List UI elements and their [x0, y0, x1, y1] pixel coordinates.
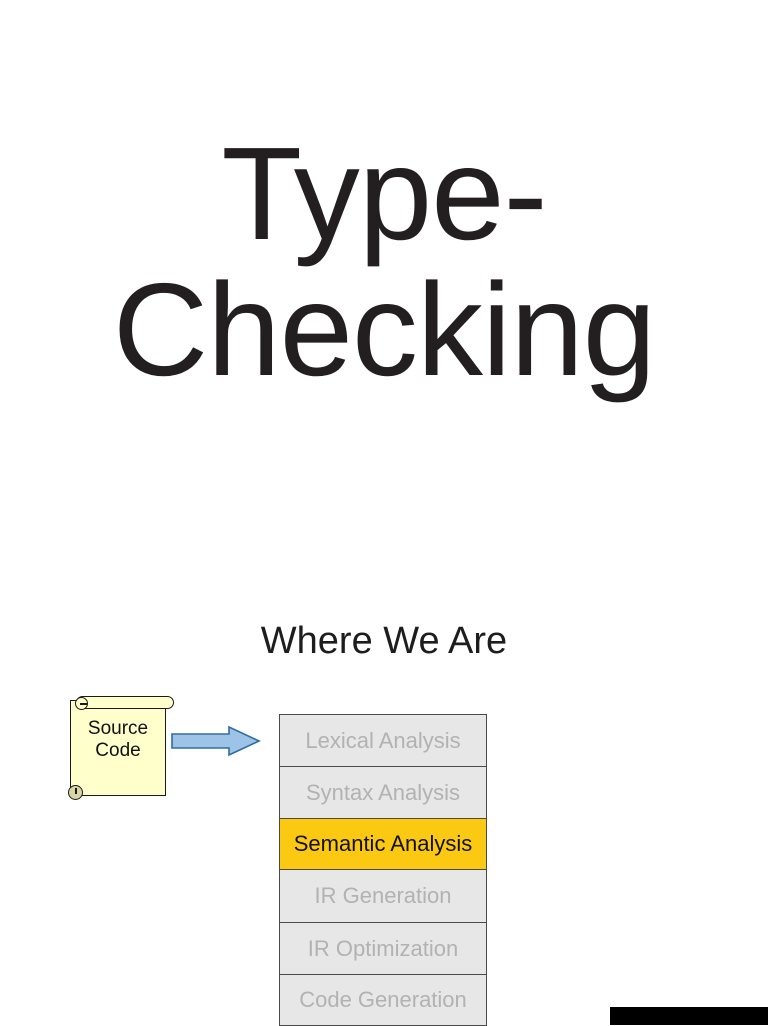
pipeline-stage-syntax-analysis[interactable]: Syntax Analysis	[279, 766, 487, 818]
pipeline-stage-label: IR Generation	[314, 883, 452, 908]
pipeline-stage-label: Code Generation	[299, 987, 467, 1012]
section-heading: Where We Are	[260, 620, 508, 662]
pipeline-stage-ir-optimization[interactable]: IR Optimization	[279, 922, 487, 974]
pipeline-stage-code-generation[interactable]: Code Generation	[279, 974, 487, 1026]
compiler-pipeline: Lexical Analysis Syntax Analysis Semanti…	[279, 714, 487, 1026]
pipeline-stage-lexical-analysis[interactable]: Lexical Analysis	[279, 714, 487, 766]
scroll-top-curl-icon	[75, 697, 88, 710]
bottom-black-bar	[610, 1007, 768, 1025]
pipeline-stage-label: Semantic Analysis	[293, 831, 473, 856]
source-code-label: Source Code	[87, 718, 149, 762]
pipeline-stage-semantic-analysis[interactable]: Semantic Analysis	[279, 818, 487, 870]
pipeline-stage-label: IR Optimization	[307, 935, 459, 961]
pipeline-stage-label: Lexical Analysis	[305, 727, 461, 753]
page-title: Type- Checking	[112, 120, 656, 403]
scroll-bottom-curl-icon	[68, 785, 83, 800]
pipeline-stage-label: Syntax Analysis	[305, 779, 461, 805]
right-arrow-icon	[171, 725, 261, 757]
source-code-scroll: Source Code	[62, 690, 182, 808]
pipeline-stage-ir-generation[interactable]: IR Generation	[279, 870, 487, 922]
scroll-top-roll-shape	[76, 696, 174, 709]
scroll-body-shape	[70, 700, 166, 796]
